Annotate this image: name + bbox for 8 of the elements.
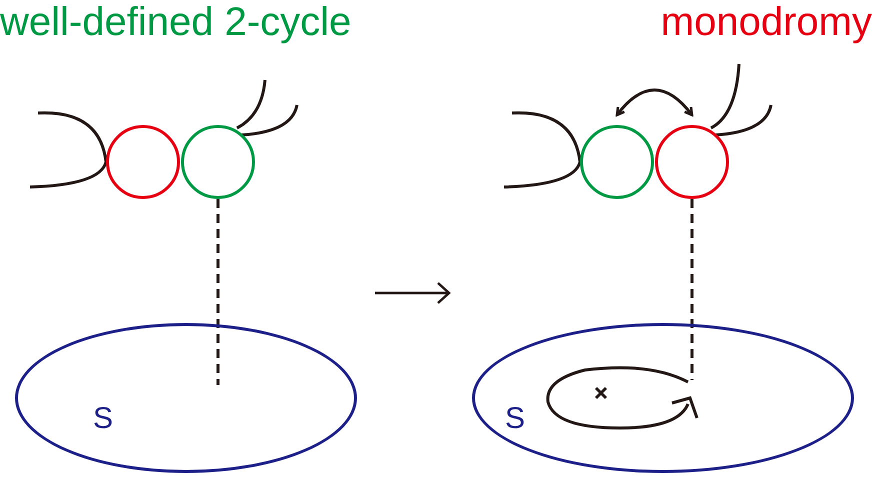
- curved-arrow: [616, 88, 694, 116]
- dashed-line: [690, 199, 694, 380]
- region-label: S: [93, 404, 114, 434]
- ellipse: [15, 323, 357, 473]
- heading: monodromy: [660, 2, 872, 42]
- region-label: S: [505, 404, 526, 434]
- ellipse: [472, 323, 854, 473]
- dashed-line: [216, 199, 220, 385]
